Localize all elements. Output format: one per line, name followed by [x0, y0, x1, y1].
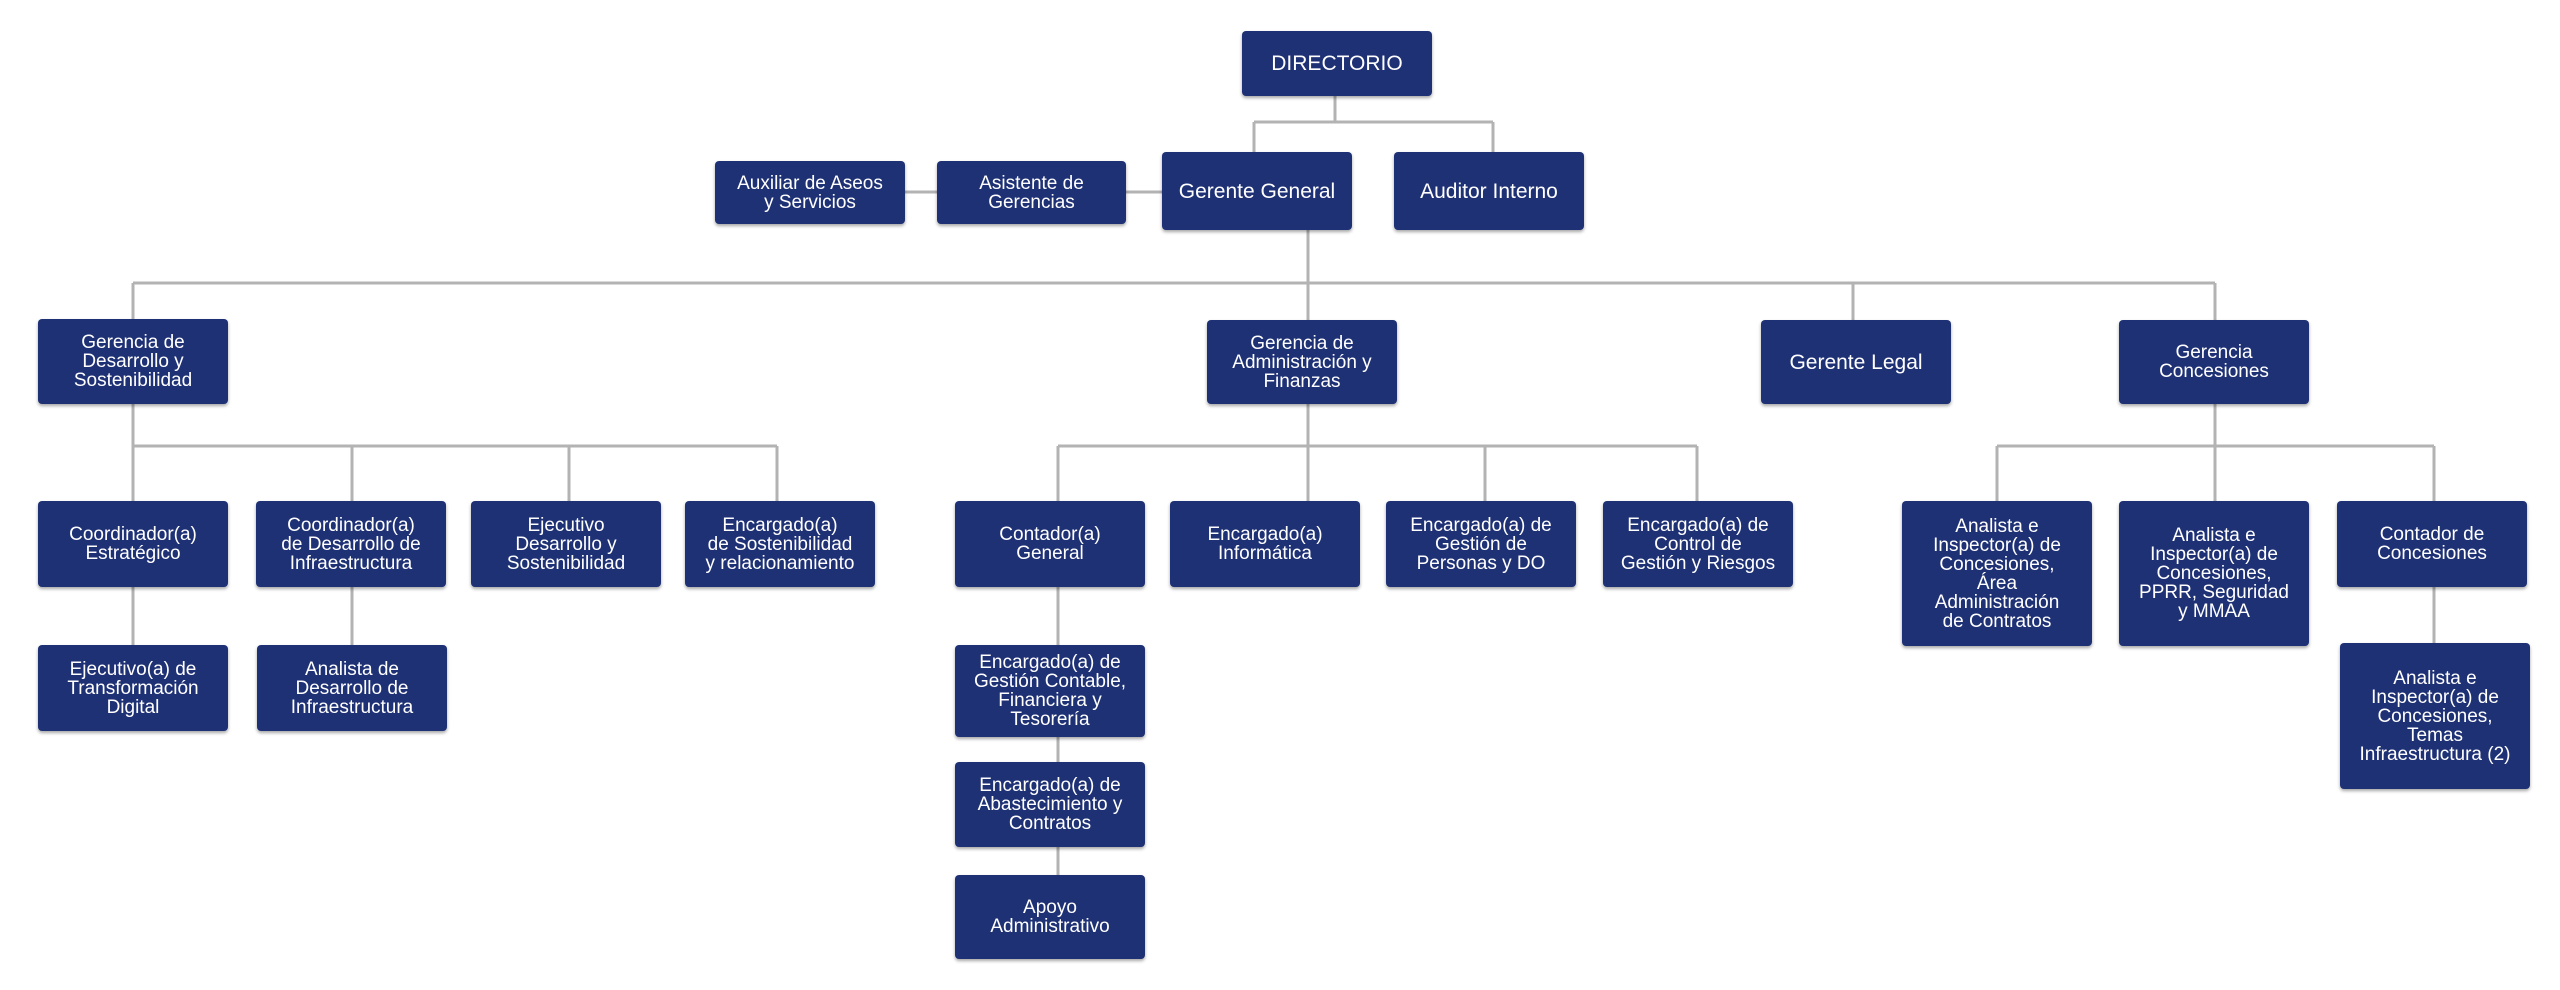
node-gerencia-admin: Gerencia de Administración y Finanzas: [1207, 320, 1397, 404]
node-gerencia-concesiones: Gerencia Concesiones: [2119, 320, 2309, 404]
node-directorio: DIRECTORIO: [1242, 31, 1432, 96]
node-analista-pprr: Analista e Inspector(a) de Concesiones, …: [2119, 501, 2309, 646]
node-coord-infra: Coordinador(a) de Desarrollo de Infraest…: [256, 501, 446, 587]
node-encargado-personas: Encargado(a) de Gestión de Personas y DO: [1386, 501, 1576, 587]
node-encargado-informatica: Encargado(a) Informática: [1170, 501, 1360, 587]
node-encargado-control: Encargado(a) de Control de Gestión y Rie…: [1603, 501, 1793, 587]
connector: [1056, 404, 1699, 501]
node-ejecutivo-transformacion: Ejecutivo(a) de Transformación Digital: [38, 645, 228, 731]
node-encargado-sostenibilidad: Encargado(a) de Sostenibilidad y relacio…: [685, 501, 875, 587]
node-coord-estrategico: Coordinador(a) Estratégico: [38, 501, 228, 587]
connector: [131, 230, 2217, 320]
node-gerente-legal: Gerente Legal: [1761, 320, 1951, 404]
connector: [131, 404, 779, 501]
node-auditor-interno: Auditor Interno: [1394, 152, 1584, 230]
node-gerente-general: Gerente General: [1162, 152, 1352, 230]
connector: [1252, 96, 1495, 152]
node-encargado-contable: Encargado(a) de Gestión Contable, Financ…: [955, 645, 1145, 737]
node-contador-general: Contador(a) General: [955, 501, 1145, 587]
node-analista-contratos: Analista e Inspector(a) de Concesiones, …: [1902, 501, 2092, 646]
node-analista-infra: Analista de Desarrollo de Infraestructur…: [257, 645, 447, 731]
node-auxiliar-aseos: Auxiliar de Aseos y Servicios: [715, 161, 905, 224]
node-asistente-gerencias: Asistente de Gerencias: [937, 161, 1126, 224]
node-analista-temas: Analista e Inspector(a) de Concesiones, …: [2340, 643, 2530, 789]
node-encargado-abastecimiento: Encargado(a) de Abastecimiento y Contrat…: [955, 762, 1145, 847]
node-ejecutivo-desarrollo: Ejecutivo Desarrollo y Sostenibilidad: [471, 501, 661, 587]
connector: [1995, 404, 2436, 501]
node-gerencia-desarrollo: Gerencia de Desarrollo y Sostenibilidad: [38, 319, 228, 404]
node-apoyo-administrativo: Apoyo Administrativo: [955, 875, 1145, 959]
node-contador-concesiones: Contador de Concesiones: [2337, 501, 2527, 587]
